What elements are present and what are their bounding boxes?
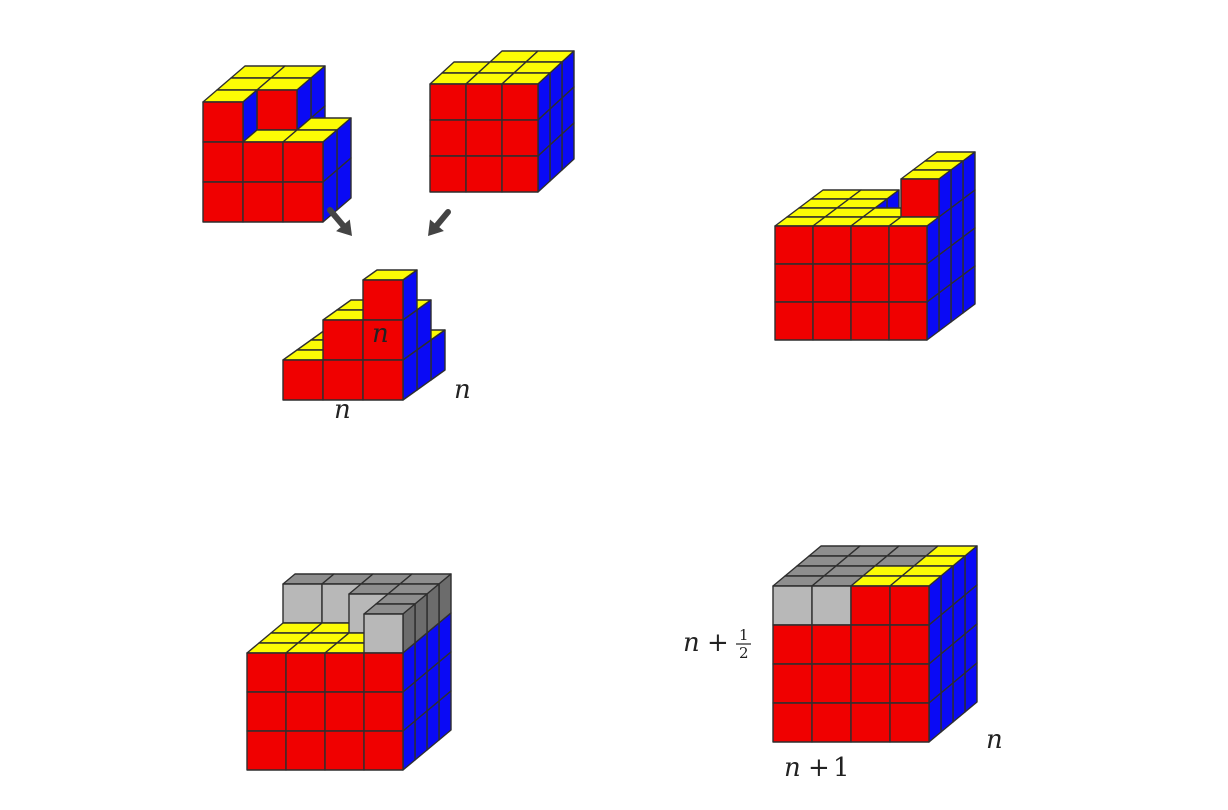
stair-piece-left bbox=[202, 65, 352, 223]
box-height-var: n bbox=[683, 628, 700, 658]
box-width-num: 1 bbox=[833, 753, 850, 783]
cube-pieces bbox=[202, 50, 978, 771]
cube-side-face bbox=[950, 274, 964, 323]
cube-side-face bbox=[938, 283, 952, 332]
cube-front-face bbox=[889, 702, 930, 743]
cube-front-face bbox=[362, 279, 404, 321]
stair-piece-right bbox=[429, 50, 575, 193]
cube-front-face bbox=[850, 663, 891, 704]
cube-front-face bbox=[282, 141, 324, 183]
assembled-cube-with-half-layer bbox=[246, 573, 452, 771]
pyramid-depth-label: n bbox=[454, 375, 471, 405]
cube-front-face bbox=[811, 663, 852, 704]
cube-front-face bbox=[429, 83, 467, 121]
cube-front-face bbox=[285, 652, 326, 693]
cube-front-face bbox=[324, 730, 365, 771]
box-depth-label: n bbox=[986, 725, 1003, 755]
box-width-label: n + 1 bbox=[784, 753, 850, 783]
cube-front-face bbox=[465, 155, 503, 193]
box-width-op: + bbox=[808, 753, 830, 783]
cube-front-face bbox=[888, 263, 928, 303]
cube-front-face bbox=[202, 141, 244, 183]
box-height-label: n + 1 2 bbox=[683, 626, 751, 662]
cube-front-face bbox=[774, 225, 814, 265]
cube-front-face bbox=[324, 652, 365, 693]
cube-front-face bbox=[465, 119, 503, 157]
cube-front-face bbox=[282, 359, 324, 401]
box-height-op: + bbox=[707, 628, 729, 658]
square-pyramid bbox=[282, 269, 446, 401]
cube-front-face bbox=[242, 141, 284, 183]
cube-front-face bbox=[282, 181, 324, 223]
box-height-num: 1 bbox=[739, 626, 749, 644]
cube-front-face bbox=[889, 585, 930, 626]
cube-front-face bbox=[812, 263, 852, 303]
cube-front-face bbox=[202, 181, 244, 223]
cube-front-face bbox=[889, 663, 930, 704]
cube-front-face bbox=[285, 691, 326, 732]
cube-front-face bbox=[774, 263, 814, 303]
cube-front-face bbox=[812, 225, 852, 265]
cube-front-face bbox=[242, 181, 284, 223]
arrow-left-piece bbox=[327, 207, 352, 236]
pyramid-height-label: n bbox=[372, 319, 389, 349]
cube-front-face bbox=[501, 83, 539, 121]
cube-front-face bbox=[363, 691, 404, 732]
cube-front-face bbox=[812, 301, 852, 341]
cube-front-face bbox=[285, 730, 326, 771]
cube-front-face bbox=[363, 613, 404, 654]
cube-front-face bbox=[774, 301, 814, 341]
cube-front-face bbox=[322, 359, 364, 401]
arrows bbox=[327, 207, 451, 236]
cube-front-face bbox=[363, 652, 404, 693]
cube-front-face bbox=[772, 624, 813, 665]
cube-front-face bbox=[811, 585, 852, 626]
cube-front-face bbox=[429, 155, 467, 193]
cube-front-face bbox=[888, 225, 928, 265]
cube-front-face bbox=[282, 583, 323, 624]
arrow-right-piece bbox=[428, 209, 451, 236]
partial-assembly bbox=[774, 151, 976, 341]
cube-front-face bbox=[202, 101, 244, 143]
cube-front-face bbox=[324, 691, 365, 732]
cube-front-face bbox=[850, 702, 891, 743]
cube-front-face bbox=[501, 155, 539, 193]
cube-side-face bbox=[962, 265, 976, 314]
cube-side-face bbox=[926, 292, 940, 341]
pyramid-width-label: n bbox=[334, 395, 351, 425]
cube-front-face bbox=[429, 119, 467, 157]
cube-front-face bbox=[850, 585, 891, 626]
cube-front-face bbox=[465, 83, 503, 121]
cube-front-face bbox=[772, 663, 813, 704]
cube-front-face bbox=[246, 652, 287, 693]
cube-front-face bbox=[811, 624, 852, 665]
cube-front-face bbox=[772, 585, 813, 626]
cube-front-face bbox=[322, 319, 364, 361]
cube-front-face bbox=[811, 702, 852, 743]
box-height-den: 2 bbox=[739, 644, 749, 662]
cube-front-face bbox=[850, 301, 890, 341]
cube-front-face bbox=[850, 624, 891, 665]
cube-front-face bbox=[889, 624, 930, 665]
cube-front-face bbox=[246, 691, 287, 732]
cube-front-face bbox=[256, 89, 298, 131]
cube-front-face bbox=[888, 301, 928, 341]
cube-front-face bbox=[501, 119, 539, 157]
box-width-var: n bbox=[784, 753, 801, 783]
cube-front-face bbox=[772, 702, 813, 743]
cube-front-face bbox=[900, 178, 940, 218]
cube-front-face bbox=[362, 359, 404, 401]
cube-front-face bbox=[363, 730, 404, 771]
cube-front-face bbox=[246, 730, 287, 771]
cube-front-face bbox=[850, 225, 890, 265]
cube-front-face bbox=[850, 263, 890, 303]
completed-box bbox=[772, 545, 978, 743]
